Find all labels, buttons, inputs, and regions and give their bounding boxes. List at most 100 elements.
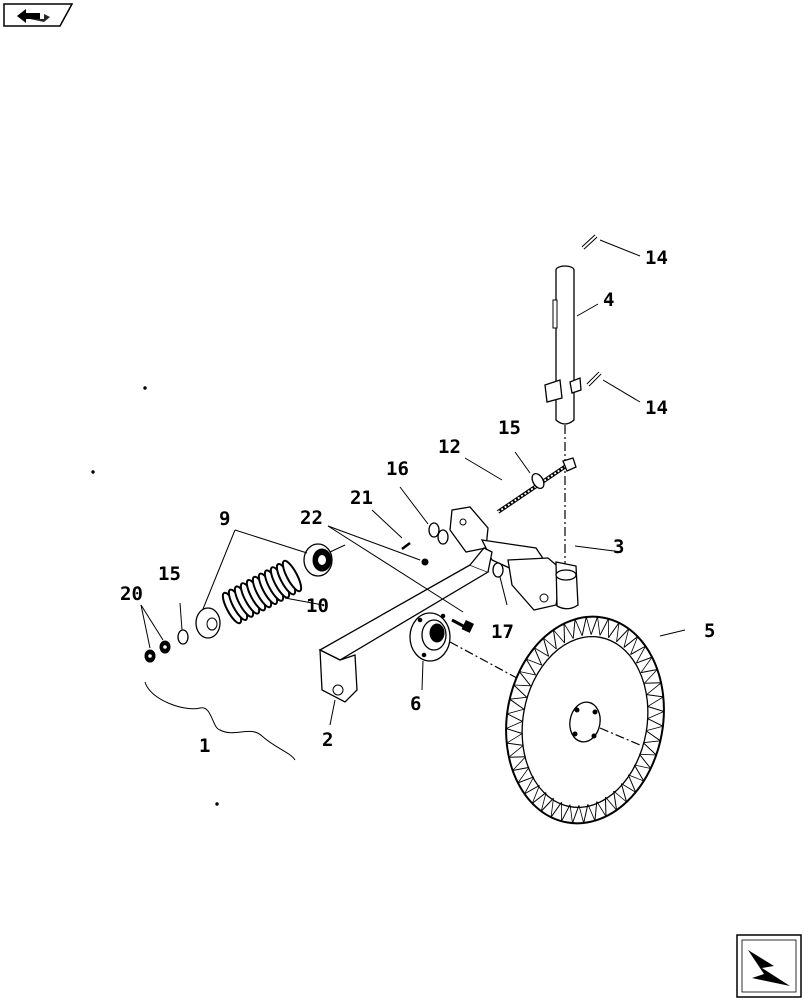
- arm-part-2: [318, 547, 493, 703]
- disc-tooth: [583, 804, 589, 824]
- disc-tooth-edge: [540, 792, 547, 812]
- disc-tooth: [563, 623, 566, 643]
- disc-tooth: [608, 622, 620, 638]
- disc-tooth: [552, 629, 557, 650]
- disc-tooth: [590, 616, 599, 635]
- disc-tooth-edge: [531, 785, 540, 804]
- bracket-assembly: [449, 506, 579, 611]
- disc-tooth-edge: [634, 764, 651, 769]
- disc-tooth-edge: [578, 805, 585, 824]
- disc-tooth-edge: [639, 753, 657, 756]
- shaft-part-4: [544, 265, 582, 425]
- disc-tooth-edge: [543, 637, 557, 650]
- nuts-part-20: [144, 640, 171, 663]
- leader-lines: [140, 239, 686, 726]
- disc-tooth: [616, 628, 630, 643]
- callout-21: 21: [350, 487, 373, 509]
- disc-tooth: [550, 802, 562, 818]
- disc-tooth-edge: [644, 669, 658, 684]
- disc-tooth-edge: [597, 616, 601, 636]
- disc-tooth-edge: [550, 798, 554, 818]
- disc-tooth-edge: [569, 804, 573, 824]
- disc-tooth-edge: [643, 740, 661, 744]
- hub-part-6: [409, 612, 451, 662]
- disc-tooth: [594, 801, 598, 821]
- disc-tooth: [572, 619, 576, 639]
- disc-tooth: [533, 647, 543, 666]
- callout-20: 20: [120, 583, 143, 605]
- disc-tooth: [623, 636, 638, 648]
- disc-tooth: [506, 713, 523, 722]
- disc-tooth: [599, 618, 609, 636]
- pin-part-14-lower: [586, 371, 602, 387]
- disc-tooth: [620, 783, 628, 803]
- callout-15-lower: 15: [158, 563, 181, 585]
- disc-tooth-edge: [613, 790, 627, 803]
- disc-tooth: [532, 792, 547, 804]
- disc-tooth: [512, 766, 530, 772]
- ball-part-22: [421, 558, 429, 566]
- disc-tooth: [630, 645, 646, 656]
- callout-12: 12: [438, 436, 461, 458]
- nav-next-icon[interactable]: [736, 934, 802, 998]
- spring-cap-part-9-left: [195, 607, 221, 639]
- washer-part-15-upper: [531, 472, 545, 490]
- disc-tooth-edge: [647, 711, 665, 719]
- pin-part-21: [401, 542, 411, 550]
- disc-tooth-edge: [640, 656, 653, 673]
- disc-part-5: [505, 615, 665, 825]
- disc-tooth-edge: [517, 767, 530, 784]
- disc-tooth-edge: [628, 774, 644, 782]
- disc-tooth: [647, 718, 664, 727]
- disc-tooth: [642, 742, 657, 756]
- disc-tooth-edge: [647, 696, 664, 707]
- callout-6: 6: [410, 693, 421, 715]
- callout-4: 4: [603, 289, 614, 311]
- disc-tooth-edge: [623, 628, 630, 648]
- rod-line: [329, 544, 346, 553]
- disc-tooth: [646, 694, 664, 698]
- callout-22: 22: [300, 507, 323, 529]
- disc-tooth: [633, 764, 645, 782]
- disc-tooth: [513, 684, 528, 698]
- disc-tooth-edge: [506, 733, 523, 744]
- disc-tooth-edge: [534, 647, 549, 657]
- callout-9: 9: [219, 508, 230, 530]
- spring-part-10: [221, 559, 303, 625]
- disc-tooth: [571, 805, 580, 824]
- disc-tooth: [647, 705, 665, 712]
- disc-tooth: [640, 668, 658, 674]
- disc-tooth-edge: [574, 619, 583, 636]
- disc-tooth-edge: [512, 756, 526, 771]
- disc-tooth-edge: [646, 682, 662, 695]
- disc-tooth-edge: [616, 622, 620, 642]
- disc-tooth-edge: [587, 804, 596, 821]
- disc-tooth: [636, 656, 653, 664]
- pin-part-14-upper: [581, 234, 598, 250]
- hub-centerline: [449, 641, 529, 685]
- disc-tooth-edge: [596, 801, 607, 817]
- disc-tooth: [604, 797, 607, 817]
- callout-15-upper: 15: [498, 417, 521, 439]
- disc-tooth-edge: [524, 776, 535, 795]
- disc-tooth: [613, 790, 618, 811]
- nav-back-icon[interactable]: [3, 3, 74, 27]
- washer-part-15-lower: [177, 629, 189, 645]
- callout-2: 2: [322, 729, 333, 751]
- disc-tooth: [518, 671, 532, 687]
- disc-tooth: [581, 616, 587, 636]
- callout-17: 17: [491, 621, 514, 643]
- callout-10: 10: [306, 595, 329, 617]
- disc-tooth: [517, 776, 534, 784]
- disc-tooth-edge: [509, 696, 527, 700]
- disc-tooth: [525, 658, 537, 676]
- callout-5: 5: [704, 620, 715, 642]
- disc-tooth-edge: [635, 645, 646, 664]
- disc-tooth: [524, 784, 540, 795]
- disc-tooth: [509, 698, 525, 710]
- disc-tooth: [506, 742, 524, 746]
- bolt-part-12: [496, 457, 577, 514]
- disc-tooth-edge: [553, 629, 565, 644]
- washer-part-16: [428, 522, 449, 545]
